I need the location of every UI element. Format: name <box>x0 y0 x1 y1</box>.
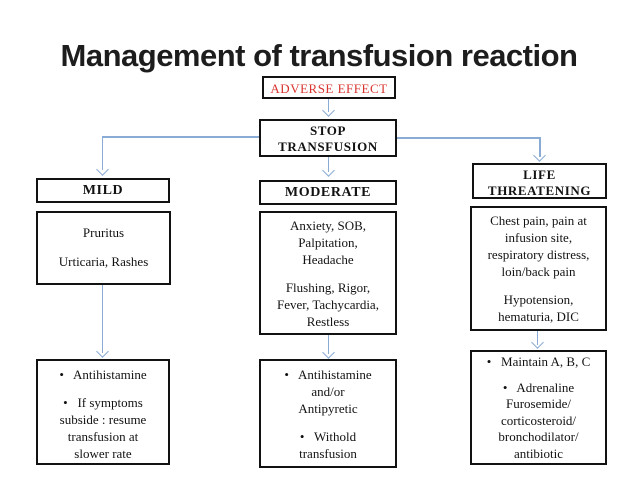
arrow-down-icon <box>533 149 546 162</box>
connector-stop-to-mild-horizontal <box>102 136 259 138</box>
connector-adverse-to-stop <box>327 99 329 112</box>
page-title: Management of transfusion reaction <box>60 38 578 73</box>
arrow-down-icon <box>321 346 335 359</box>
connector-stop-to-moderate <box>327 157 329 172</box>
moderate-header-box: MODERATE <box>259 180 397 205</box>
arrow-down-icon <box>530 336 544 349</box>
connector-life-threatening-symptoms-to-management <box>536 331 538 345</box>
mild-header-label: MILD <box>82 183 124 198</box>
connector-stop-to-life-threatening-horizontal <box>397 137 540 139</box>
connector-stop-to-mild-vertical <box>101 136 103 170</box>
mild-header-box: MILD <box>36 178 170 203</box>
arrow-down-icon <box>321 104 335 117</box>
connector-stop-to-life-threatening-vertical <box>539 137 541 157</box>
arrow-down-icon <box>95 345 109 358</box>
adverse-effect-box: ADVERSE EFFECT <box>262 76 396 99</box>
adverse-effect-label: ADVERSE EFFECT <box>270 81 388 96</box>
arrow-down-icon <box>321 164 335 177</box>
moderate-header-label: MODERATE <box>284 185 372 200</box>
arrow-down-icon <box>95 163 109 176</box>
connector-mild-symptoms-to-management <box>101 285 103 353</box>
connector-moderate-symptoms-to-management <box>327 335 329 354</box>
